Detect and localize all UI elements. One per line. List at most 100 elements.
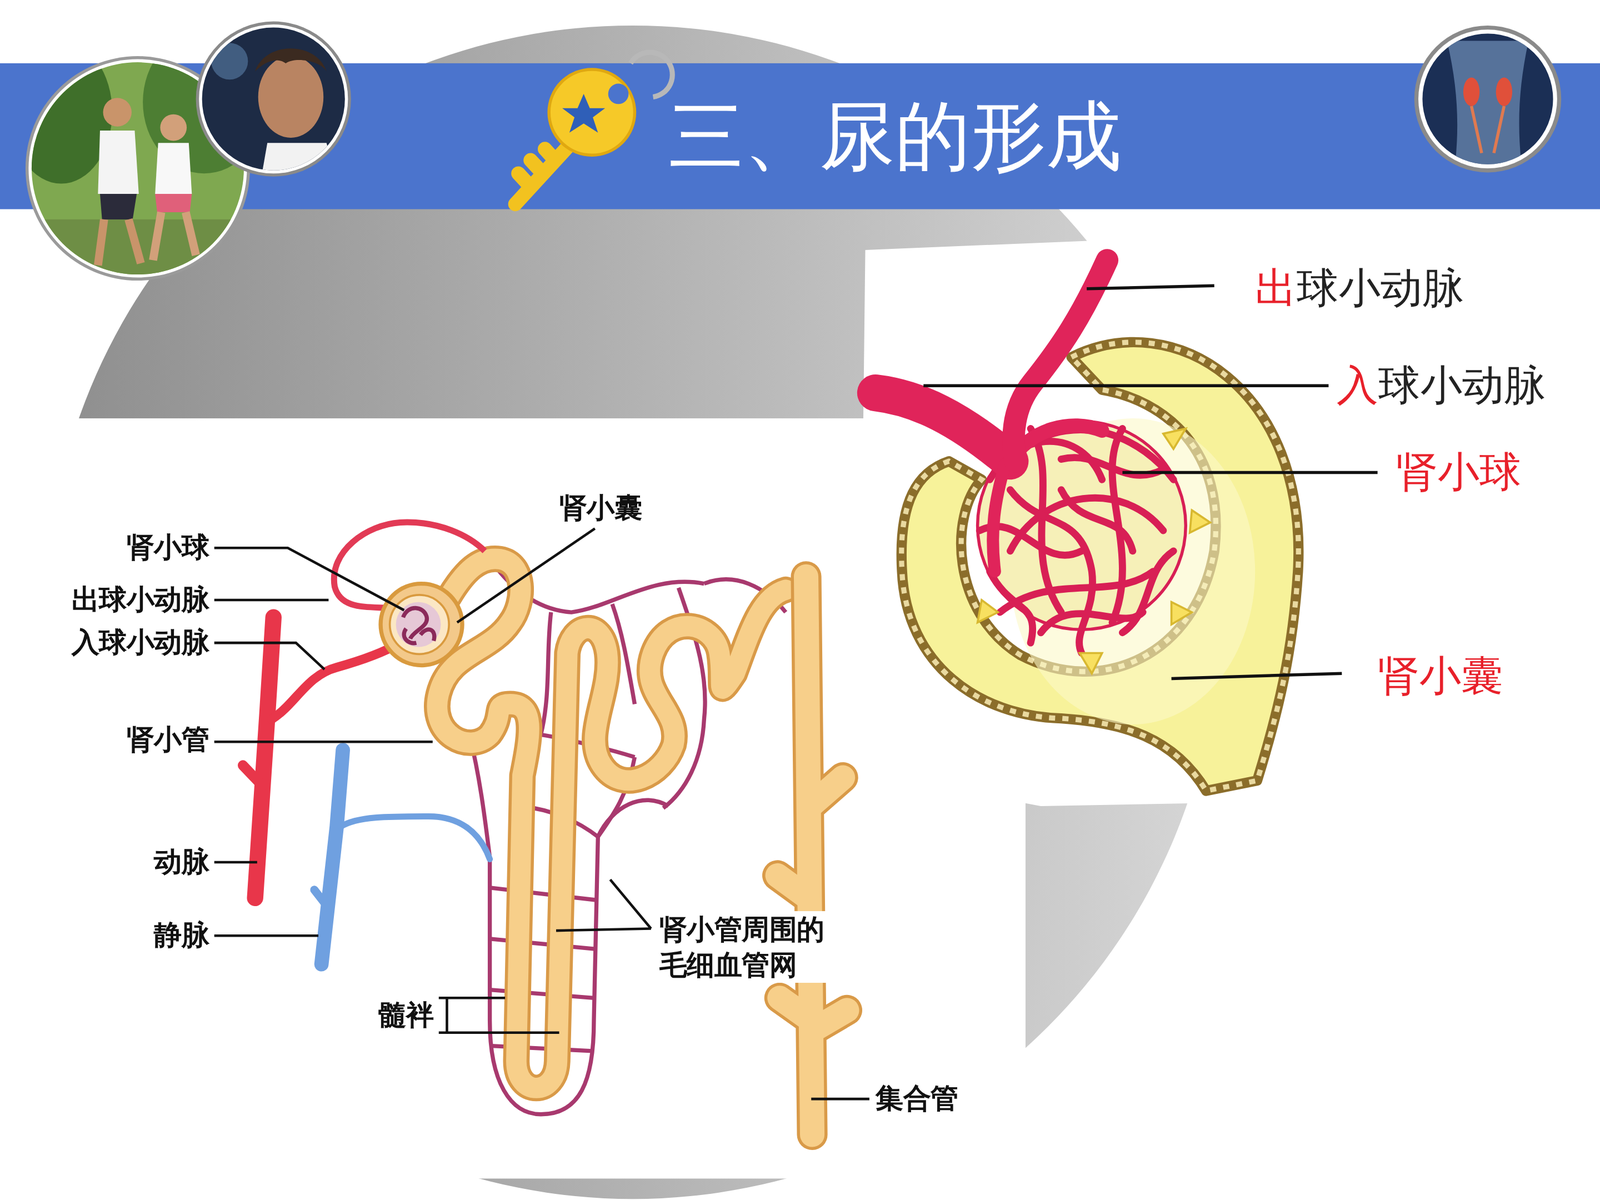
leader-line — [1122, 471, 1378, 475]
photo-kidney-body — [1418, 30, 1562, 174]
photo-kidney-body — [1418, 30, 1562, 174]
leader-line — [923, 285, 1378, 679]
photo-runners — [97, 130, 139, 194]
glomerulus-capillaries — [1122, 551, 1174, 633]
key-icon — [608, 83, 629, 105]
vein — [314, 750, 490, 965]
slide-title: 三、尿的形成 — [668, 86, 1122, 189]
photo-athlete — [255, 48, 327, 72]
part-label: 肾小囊 — [559, 491, 643, 525]
photo-runners — [155, 193, 192, 213]
leader-line — [214, 642, 325, 670]
vein — [340, 816, 490, 859]
collecting-duct — [777, 576, 848, 1135]
photo-runners — [10, 40, 113, 184]
peritubular-capillaries — [540, 612, 551, 735]
photo-kidney-body — [1471, 106, 1505, 153]
artery — [271, 642, 400, 720]
filtration-arrow — [1190, 510, 1211, 533]
glomerulus-capillaries — [1061, 490, 1133, 552]
leader-line — [214, 861, 258, 864]
photo-runners — [97, 219, 141, 266]
leader-line — [214, 740, 433, 744]
leader-line — [457, 528, 595, 623]
part-label: 入球小动脉 — [71, 626, 210, 659]
afferent-arteriole — [875, 392, 1010, 462]
filtration-arrow — [1079, 653, 1102, 674]
photo-kidney-body — [1446, 40, 1529, 174]
bracket — [438, 997, 448, 1033]
renal-corpuscle — [380, 583, 463, 666]
photo-athlete — [193, 20, 358, 184]
peritubular-capillaries — [490, 887, 597, 900]
leader-line — [214, 598, 329, 602]
photo-athlete — [258, 56, 324, 138]
part-label: 静脉 — [153, 919, 209, 953]
key-icon — [548, 69, 635, 155]
glomerulus-illustration — [875, 260, 1378, 791]
renal-tubule — [437, 558, 786, 1089]
diagram-panel — [862, 240, 1332, 807]
key-icon — [515, 142, 572, 204]
efferent-arteriole-detail — [1013, 260, 1107, 462]
photo-runners — [20, 219, 255, 292]
photo-runners — [155, 142, 192, 194]
afferent-arteriole — [875, 392, 1103, 572]
renal-tubule — [437, 558, 786, 1089]
photo-athlete — [260, 142, 337, 184]
photo-runners — [103, 97, 132, 127]
bracket — [438, 997, 448, 1033]
photo-athlete — [193, 20, 358, 184]
photo-kidney-body — [1496, 77, 1513, 107]
leader-line — [1086, 285, 1215, 289]
vein — [314, 890, 329, 909]
photo-runners — [160, 114, 187, 142]
renal-corpuscle — [390, 595, 450, 655]
part-label: 出球小动脉 — [71, 583, 210, 617]
artery — [242, 617, 400, 898]
part-label: 肾小管周围的 毛细血管网 — [656, 911, 836, 983]
part-label: 动脉 — [153, 845, 209, 879]
leader-line — [923, 384, 1329, 388]
renal-tubule — [437, 558, 786, 1089]
part-label: 肾小囊 — [1377, 651, 1504, 702]
vein — [321, 750, 344, 965]
leader-line — [446, 1031, 559, 1034]
part-label: 出球小动脉 — [1255, 263, 1465, 314]
diagram-panel — [30, 240, 1332, 1179]
leader-line — [610, 879, 651, 929]
photo-runners — [100, 193, 137, 220]
leader-line — [214, 547, 405, 610]
leader-line — [446, 996, 505, 1000]
photo-athlete — [193, 20, 358, 184]
collecting-duct — [777, 576, 848, 1135]
filtration-arrow — [977, 428, 1211, 674]
artery — [242, 765, 263, 787]
part-label: 肾小球 — [1396, 447, 1522, 498]
renal-corpuscle — [403, 607, 435, 643]
part-label: 髓袢 — [378, 998, 434, 1032]
photo-kidney-body — [1463, 77, 1480, 107]
renal-corpuscle — [380, 583, 463, 666]
nephron-illustration — [214, 522, 870, 1135]
leader-line — [214, 934, 319, 938]
afferent-arteriole — [992, 464, 1005, 572]
part-label: 肾小管 — [126, 723, 210, 757]
photo-runners — [153, 212, 197, 260]
leader-line — [214, 528, 870, 1099]
part-label: 集合管 — [875, 1082, 959, 1115]
collecting-duct — [777, 576, 848, 1135]
artery — [255, 617, 274, 898]
key-icon — [562, 93, 605, 133]
leader-line — [811, 1097, 870, 1101]
glomerulus-capillaries — [990, 571, 1033, 644]
leader-line — [1171, 673, 1343, 679]
filtration-arrow — [1163, 428, 1186, 449]
key-icon — [630, 52, 673, 97]
efferent-arteriole-detail — [1013, 260, 1107, 462]
filtration-arrow — [977, 600, 999, 623]
part-label: 入球小动脉 — [1336, 360, 1547, 411]
photo-kidney-body — [1414, 25, 1562, 174]
